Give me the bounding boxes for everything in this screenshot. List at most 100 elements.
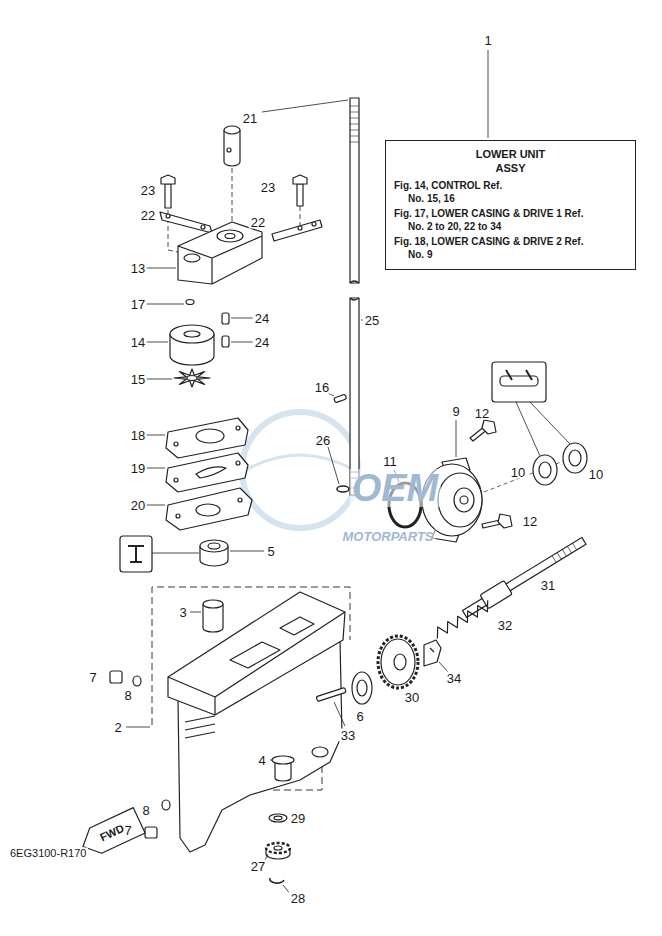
outer-plate xyxy=(166,453,248,492)
callout-number: 34 xyxy=(445,672,463,685)
spring xyxy=(437,600,487,638)
bearing xyxy=(352,672,372,704)
drain-plug xyxy=(110,671,170,838)
clutch xyxy=(424,640,441,666)
oil-seal xyxy=(533,443,587,485)
plate xyxy=(166,214,170,218)
bushing xyxy=(272,756,294,764)
watermark: MOTORPARTS xyxy=(340,530,435,543)
callout-number: 29 xyxy=(289,812,307,825)
callout-number: 18 xyxy=(129,429,147,442)
oil-seal xyxy=(563,443,587,473)
callout-number: 16 xyxy=(313,381,331,394)
bushing xyxy=(272,756,294,781)
water-pump-housing xyxy=(178,236,262,284)
callout-number: 9 xyxy=(450,405,461,418)
gasket xyxy=(236,426,240,430)
callout-number: 12 xyxy=(473,407,491,420)
watermark-globe xyxy=(242,412,358,528)
sleeve xyxy=(203,600,223,632)
gasket xyxy=(174,442,178,446)
oil-seal xyxy=(533,455,557,485)
circlip xyxy=(270,878,284,883)
water-tube-seal xyxy=(224,130,240,166)
bolt xyxy=(498,514,512,528)
impeller xyxy=(187,376,197,381)
plate xyxy=(160,212,212,233)
gasket xyxy=(196,504,220,516)
propeller-shaft-housing xyxy=(460,496,468,504)
callout-number: 20 xyxy=(129,499,147,512)
callout-number: 22 xyxy=(249,216,267,229)
gasket xyxy=(176,514,180,518)
pinion xyxy=(266,843,290,853)
oil-seal xyxy=(539,462,551,478)
callout-number: 2 xyxy=(112,721,123,734)
callout-number: 19 xyxy=(129,462,147,475)
callout-number: 6 xyxy=(354,710,365,723)
forward-gear xyxy=(378,636,418,688)
propeller-shaft xyxy=(462,537,586,617)
impeller-cup xyxy=(170,325,214,343)
grease-symbol xyxy=(120,536,199,572)
dowel-pin xyxy=(222,336,229,347)
pinion xyxy=(274,846,282,850)
outer-plate xyxy=(174,478,178,482)
grease-symbol xyxy=(152,553,199,554)
plate xyxy=(298,226,302,230)
callout-number: 30 xyxy=(403,691,421,704)
callout-number: 31 xyxy=(539,579,557,592)
forward-gear xyxy=(381,639,415,685)
propeller-shaft xyxy=(552,543,577,562)
callout-number: 7 xyxy=(87,671,98,684)
callout-number: 28 xyxy=(289,892,307,905)
pinion xyxy=(266,843,290,859)
bolt xyxy=(293,175,307,184)
plate xyxy=(160,212,212,233)
bolt xyxy=(161,175,175,184)
propeller-shaft xyxy=(480,580,512,608)
water-tube-seal xyxy=(227,148,231,152)
parts-list-box: LOWER UNITASSYFig. 14, CONTROL Ref. No. … xyxy=(385,140,636,270)
outer-plate xyxy=(166,453,248,492)
callout-number: 21 xyxy=(241,112,259,125)
watermark-globe xyxy=(246,455,354,470)
water-pump-housing xyxy=(225,234,235,239)
gasket xyxy=(166,488,252,530)
sleeve xyxy=(203,600,223,608)
bolt xyxy=(482,514,512,528)
bearing xyxy=(352,672,372,704)
callout-number: 15 xyxy=(129,373,147,386)
lower-casing xyxy=(230,617,314,668)
callout-number: 1 xyxy=(482,34,493,47)
circlip xyxy=(337,486,349,492)
callout-number: 12 xyxy=(521,515,539,528)
watermark-globe xyxy=(242,412,358,528)
drain-plug xyxy=(145,827,157,838)
gasket xyxy=(166,418,248,458)
washer xyxy=(269,814,287,822)
drive-shaft xyxy=(350,98,359,283)
plate xyxy=(272,220,322,241)
lower-casing xyxy=(168,592,345,852)
water-tube-seal xyxy=(224,126,240,134)
bearing xyxy=(200,540,228,566)
impeller xyxy=(174,369,210,387)
impeller-cup xyxy=(184,331,200,337)
callout-number: 8 xyxy=(140,804,151,817)
callout-number: 3 xyxy=(177,606,188,619)
water-pump-housing xyxy=(217,230,243,242)
gasket xyxy=(238,498,242,502)
gasket xyxy=(166,418,248,458)
callout-number: 13 xyxy=(129,262,147,275)
impeller xyxy=(174,369,210,387)
callout-number: 24 xyxy=(253,312,271,325)
propeller-shaft xyxy=(460,534,588,621)
drive-shaft xyxy=(350,106,359,142)
forward-gear xyxy=(394,654,406,670)
bearing xyxy=(357,680,367,696)
box-heading: LOWER UNIT xyxy=(394,147,627,161)
assembly-line xyxy=(262,100,348,112)
callout-number: 24 xyxy=(253,336,271,349)
callout-number: 17 xyxy=(129,298,147,311)
